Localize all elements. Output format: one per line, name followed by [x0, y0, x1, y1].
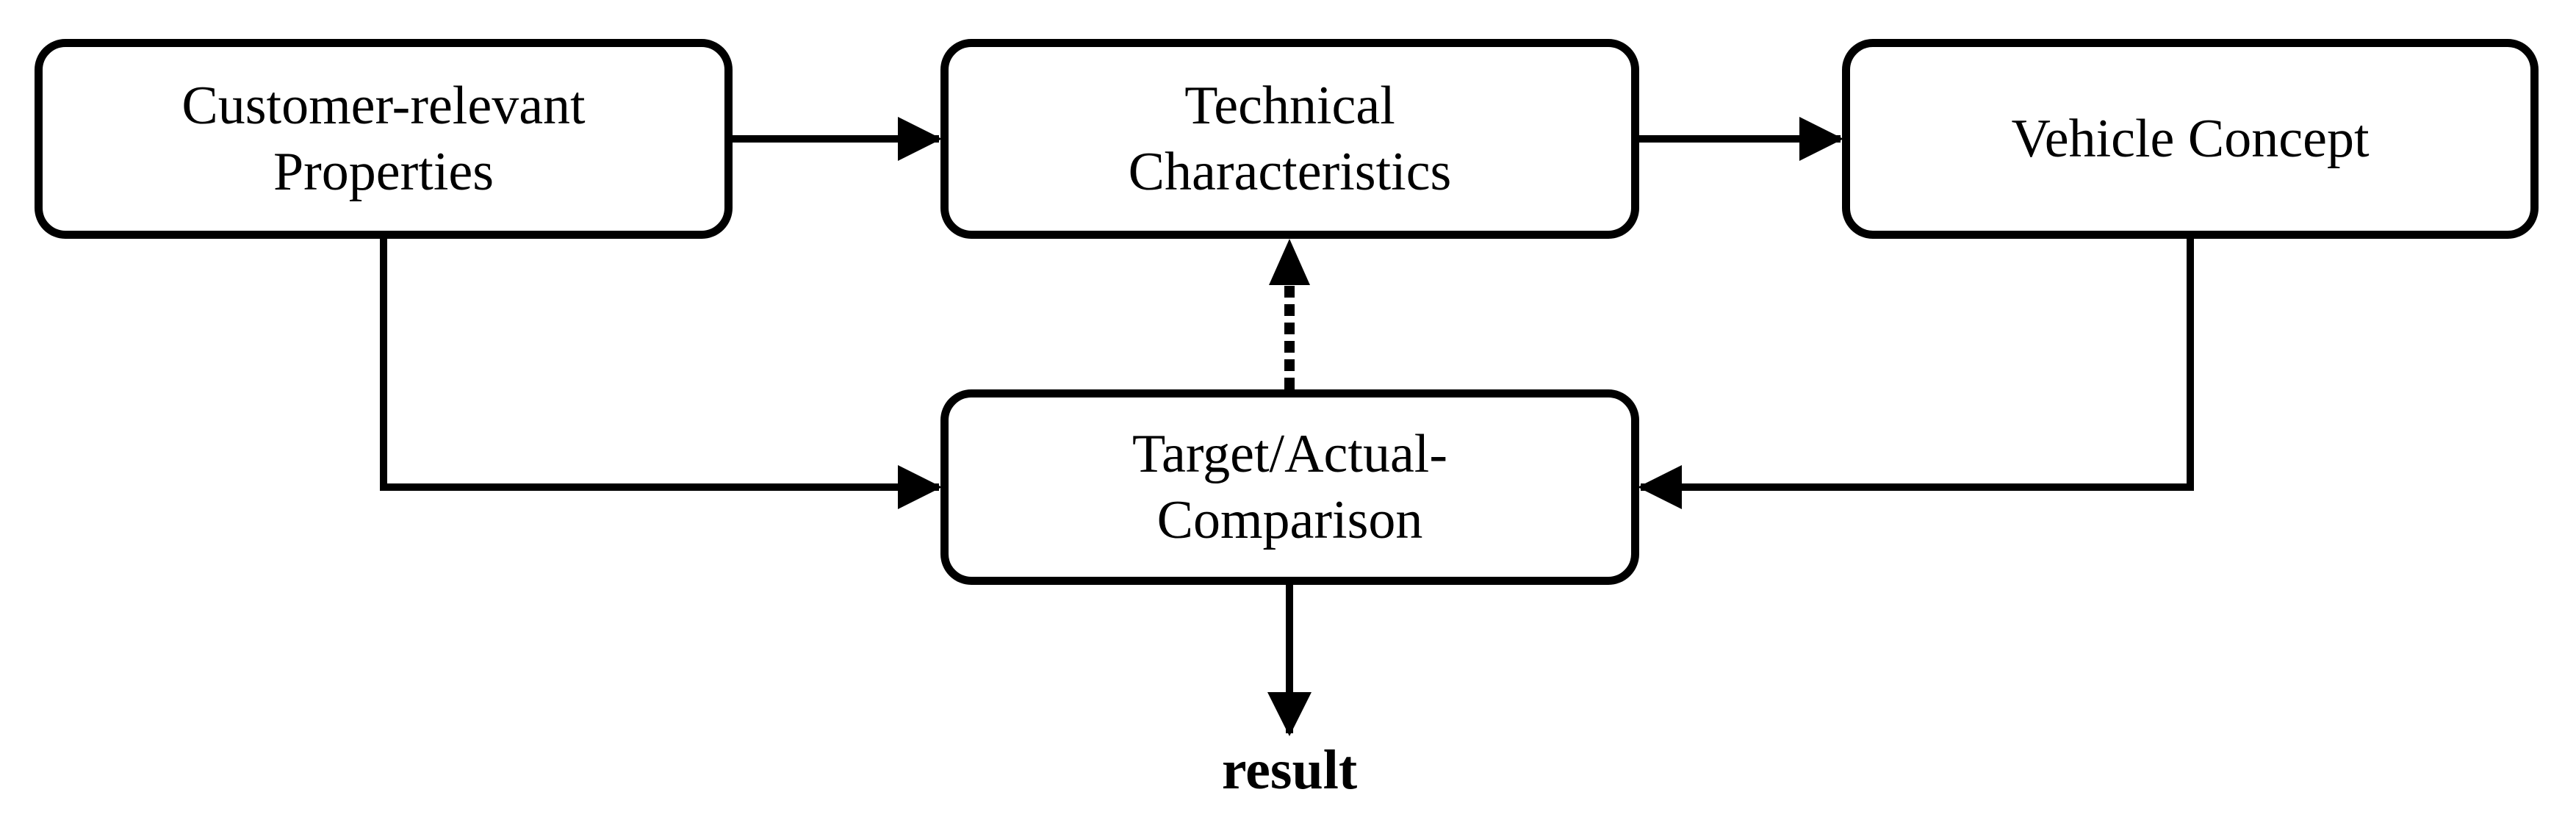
node-customer-relevant-properties: Customer-relevant Properties — [35, 39, 733, 239]
result-label: result — [1221, 739, 1358, 801]
node-target-actual-comparison: Target/Actual- Comparison — [940, 389, 1639, 585]
node-label: Customer-relevant Properties — [181, 75, 586, 202]
node-label: Technical Characteristics — [1128, 75, 1452, 202]
dotted-arrowhead-up-icon — [1269, 239, 1310, 285]
node-technical-characteristics: Technical Characteristics — [940, 39, 1639, 239]
arrow-customer-to-target — [380, 239, 943, 509]
node-label: Vehicle Concept — [2011, 108, 2370, 169]
node-vehicle-concept: Vehicle Concept — [1842, 39, 2539, 239]
arrow-vehicle-to-target — [1637, 239, 2194, 509]
node-label: Target/Actual- Comparison — [1132, 423, 1448, 550]
